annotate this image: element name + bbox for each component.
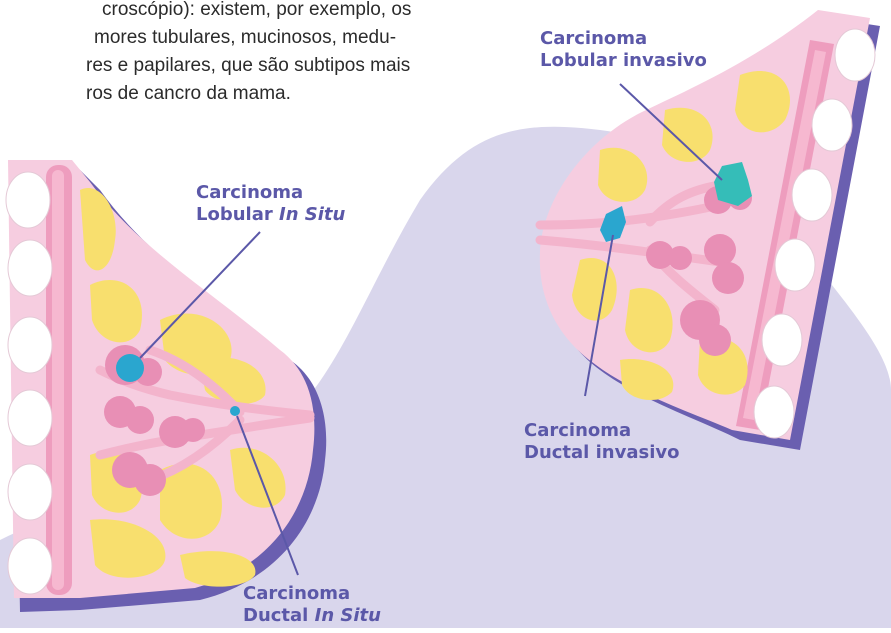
label-dcis-type: Ductal (243, 605, 315, 626)
label-lcis: Carcinoma Lobular In Situ (196, 182, 345, 226)
label-lcis-insitu: In Situ (279, 204, 345, 225)
label-dcis-line1: Carcinoma (243, 583, 381, 605)
label-dcis-line2: Ductal In Situ (243, 605, 381, 627)
label-dcis: Carcinoma Ductal In Situ (243, 583, 381, 627)
intro-line-2: mores tubulares, mucinosos, medu- (94, 24, 398, 52)
label-idc-line2: Ductal invasivo (524, 442, 679, 464)
left-breast (6, 160, 326, 612)
label-idc-line1: Carcinoma (524, 420, 679, 442)
label-lcis-line2: Lobular In Situ (196, 204, 345, 226)
intro-line-1: croscópio): existem, por exemplo, os (102, 0, 398, 24)
intro-line-3: res e papilares, que são subtipos mais (86, 52, 398, 80)
label-lcis-type: Lobular (196, 204, 279, 225)
dcis-tumor (230, 406, 240, 416)
lcis-tumor (116, 354, 144, 382)
intro-paragraph: croscópio): existem, por exemplo, os mor… (42, 0, 398, 108)
label-dcis-insitu: In Situ (315, 605, 381, 626)
label-ilc-line2: Lobular invasivo (540, 50, 707, 72)
label-idc: Carcinoma Ductal invasivo (524, 420, 679, 464)
label-ilc: Carcinoma Lobular invasivo (540, 28, 707, 72)
intro-line-4: ros de cancro da mama. (86, 80, 398, 108)
label-ilc-line1: Carcinoma (540, 28, 707, 50)
label-lcis-line1: Carcinoma (196, 182, 345, 204)
